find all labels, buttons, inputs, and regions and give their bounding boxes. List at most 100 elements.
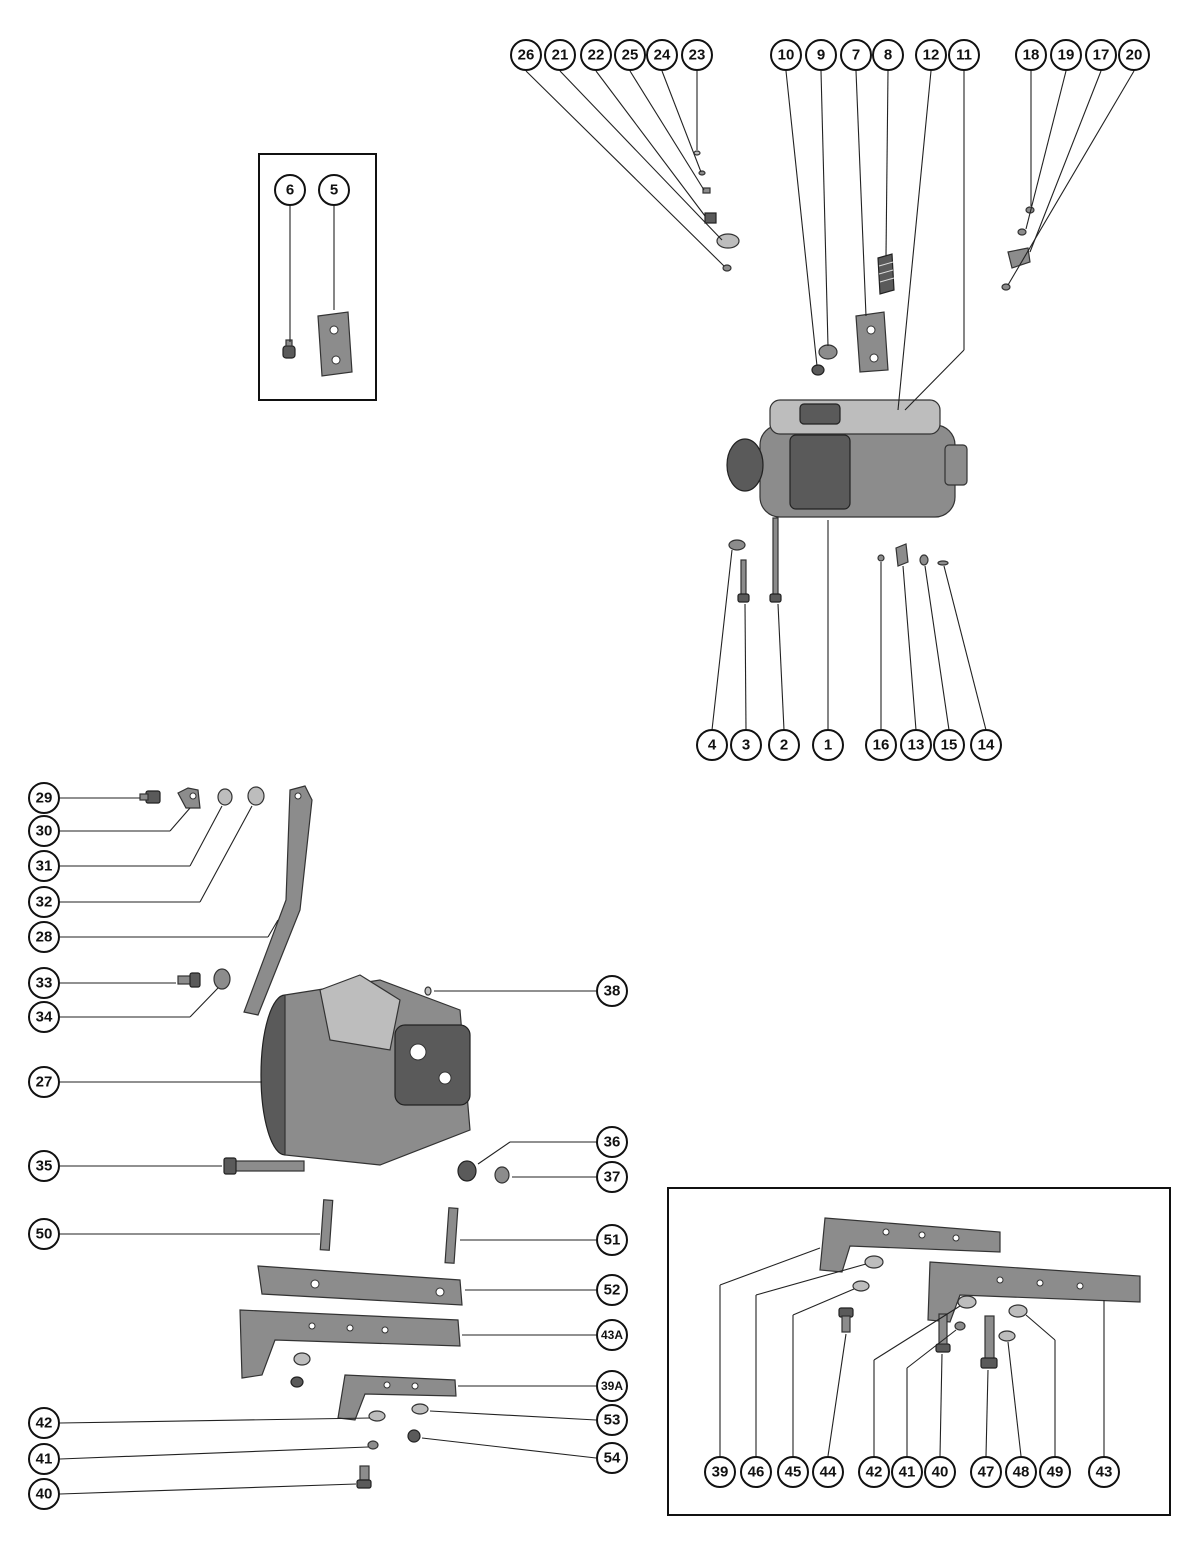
callout-49: 49 <box>1039 1456 1071 1488</box>
callout-3: 3 <box>730 729 762 761</box>
callout-10: 10 <box>770 39 802 71</box>
callout-47: 47 <box>970 1456 1002 1488</box>
callout-41: 41 <box>28 1443 60 1475</box>
callout-40b: 40 <box>924 1456 956 1488</box>
washer-part-34 <box>213 968 231 990</box>
washer-part-4 <box>728 539 746 551</box>
callout-43A: 43A <box>596 1319 628 1351</box>
callout-18: 18 <box>1015 39 1047 71</box>
part-26 <box>722 264 732 272</box>
svg-text:10: 10 <box>778 47 795 64</box>
svg-text:54: 54 <box>604 1450 621 1467</box>
part-17 <box>1007 247 1031 269</box>
callout-6: 6 <box>274 174 306 206</box>
callout-1: 1 <box>812 729 844 761</box>
stud-part-51 <box>444 1207 459 1264</box>
svg-text:12: 12 <box>923 47 940 64</box>
bolt-part-2 <box>769 517 782 603</box>
callout-36: 36 <box>596 1126 628 1158</box>
callout-26: 26 <box>510 39 542 71</box>
part-16 <box>877 554 885 562</box>
callout-31: 31 <box>28 850 60 882</box>
svg-text:41: 41 <box>36 1451 53 1468</box>
svg-text:43A: 43A <box>601 1328 623 1342</box>
stud-part-50 <box>319 1199 334 1251</box>
bolt-part-44 <box>838 1307 854 1333</box>
washer-part-49 <box>1008 1304 1028 1318</box>
callout-22: 22 <box>580 39 612 71</box>
svg-text:14: 14 <box>978 737 995 754</box>
callout-37: 37 <box>596 1161 628 1193</box>
washer-part-31 <box>217 788 233 806</box>
svg-text:5: 5 <box>330 182 338 199</box>
callout-42: 42 <box>28 1407 60 1439</box>
inset-box-brackets <box>667 1187 1171 1516</box>
svg-text:29: 29 <box>36 790 53 807</box>
callout-40: 40 <box>28 1478 60 1510</box>
svg-text:49: 49 <box>1047 1464 1064 1481</box>
nut-part-10 <box>811 364 825 376</box>
svg-text:42: 42 <box>36 1415 53 1432</box>
svg-text:52: 52 <box>604 1282 621 1299</box>
callout-34: 34 <box>28 1001 60 1033</box>
bolt-part-35 <box>223 1157 305 1175</box>
callout-25: 25 <box>614 39 646 71</box>
callout-12: 12 <box>915 39 947 71</box>
washer-part-41 <box>367 1440 379 1450</box>
callout-19: 19 <box>1050 39 1082 71</box>
svg-text:40: 40 <box>932 1464 949 1481</box>
svg-text:24: 24 <box>654 47 671 64</box>
callout-9: 9 <box>805 39 837 71</box>
svg-text:44: 44 <box>820 1464 837 1481</box>
callout-5: 5 <box>318 174 350 206</box>
callout-27: 27 <box>28 1066 60 1098</box>
callout-14: 14 <box>970 729 1002 761</box>
spring-part-8 <box>877 253 895 295</box>
callout-7: 7 <box>840 39 872 71</box>
leader-lines <box>59 70 1135 1495</box>
washer-part-32 <box>247 786 265 806</box>
part-20 <box>1001 283 1011 291</box>
part-38 <box>424 986 432 996</box>
svg-text:51: 51 <box>604 1232 621 1249</box>
callout-20: 20 <box>1118 39 1150 71</box>
bolt-part-29 <box>139 790 161 804</box>
svg-text:1: 1 <box>824 737 832 754</box>
bracket-part-5 <box>317 311 353 377</box>
end-frame-part-7 <box>855 311 889 373</box>
svg-text:38: 38 <box>604 983 621 1000</box>
svg-text:39: 39 <box>712 1464 729 1481</box>
callout-35: 35 <box>28 1150 60 1182</box>
svg-text:25: 25 <box>622 47 639 64</box>
callout-54: 54 <box>596 1442 628 1474</box>
bracket-part-43A <box>239 1309 461 1379</box>
svg-text:23: 23 <box>689 47 706 64</box>
inset-box-bracket <box>258 153 377 401</box>
bolt-part-40b <box>935 1313 951 1353</box>
callout-2: 2 <box>768 729 800 761</box>
part-25 <box>702 187 711 194</box>
bolt-part-33 <box>177 972 201 988</box>
svg-text:22: 22 <box>588 47 605 64</box>
bracket-part-43 <box>927 1261 1141 1323</box>
nut <box>290 1376 304 1388</box>
svg-text:43: 43 <box>1096 1464 1113 1481</box>
bolt-part-47 <box>980 1315 998 1369</box>
svg-text:40: 40 <box>36 1486 53 1503</box>
starter-motor-part-1 <box>726 399 968 518</box>
svg-text:30: 30 <box>36 823 53 840</box>
svg-text:3: 3 <box>742 737 750 754</box>
washer-part-9 <box>818 344 838 360</box>
callout-24: 24 <box>646 39 678 71</box>
callout-39: 39 <box>704 1456 736 1488</box>
callout-46: 46 <box>740 1456 772 1488</box>
svg-text:46: 46 <box>748 1464 765 1481</box>
callout-52: 52 <box>596 1274 628 1306</box>
svg-text:19: 19 <box>1058 47 1075 64</box>
bracket-part-39 <box>819 1217 1001 1273</box>
svg-text:34: 34 <box>36 1009 53 1026</box>
svg-text:32: 32 <box>36 894 53 911</box>
svg-text:7: 7 <box>852 47 860 64</box>
spacer-part-36 <box>457 1160 477 1182</box>
svg-text:18: 18 <box>1023 47 1040 64</box>
